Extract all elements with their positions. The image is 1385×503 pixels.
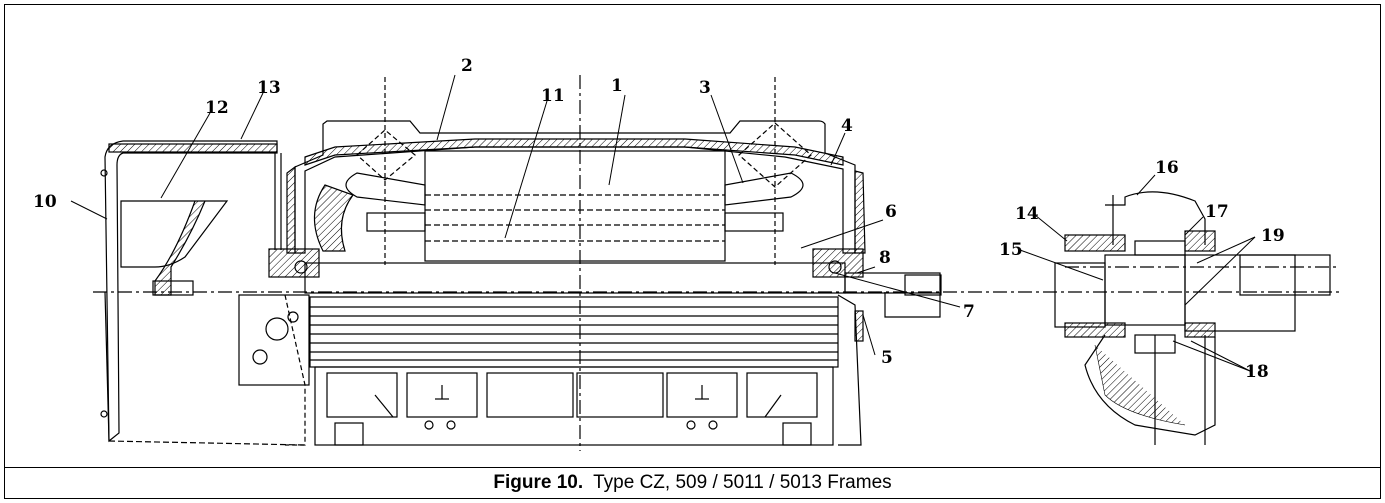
figure-caption: Figure 10. Type CZ, 509 / 5011 / 5013 Fr… bbox=[5, 467, 1380, 498]
callout-14: 14 bbox=[1015, 204, 1039, 224]
callout-2: 2 bbox=[461, 56, 473, 76]
callout-10: 10 bbox=[33, 192, 57, 212]
callout-17: 17 bbox=[1205, 202, 1229, 222]
callout-7: 7 bbox=[963, 302, 975, 322]
callout-4: 4 bbox=[841, 116, 853, 136]
terminal-plate bbox=[238, 294, 310, 446]
bearings bbox=[268, 248, 864, 278]
shaft bbox=[304, 262, 942, 318]
stator-core bbox=[424, 150, 726, 262]
cooling-fins bbox=[309, 296, 839, 368]
callout-5: 5 bbox=[881, 348, 893, 368]
callout-18: 18 bbox=[1245, 362, 1269, 382]
fan-cover bbox=[100, 140, 306, 446]
lifting-lugs bbox=[356, 77, 812, 265]
drawing-area: 1 2 3 4 5 6 7 8 10 11 12 13 14 15 16 17 … bbox=[5, 5, 1379, 467]
callout-11: 11 bbox=[541, 86, 565, 106]
callout-8: 8 bbox=[879, 248, 891, 268]
fan bbox=[120, 200, 229, 296]
callout-6: 6 bbox=[885, 202, 897, 222]
frame-housing bbox=[286, 120, 866, 254]
callout-13: 13 bbox=[257, 78, 281, 98]
base-feet bbox=[314, 366, 834, 446]
motor-cross-section-drawing: 1 2 3 4 5 6 7 8 10 11 12 13 14 15 16 17 … bbox=[33, 56, 1340, 451]
right-end-bracket bbox=[837, 294, 864, 446]
callout-19: 19 bbox=[1261, 226, 1285, 246]
callout-1: 1 bbox=[611, 76, 623, 96]
callout-3: 3 bbox=[699, 78, 711, 98]
caption-label: Figure 10. bbox=[493, 472, 584, 493]
callout-16: 16 bbox=[1155, 158, 1179, 178]
caption-text: Type CZ, 509 / 5011 / 5013 Frames bbox=[593, 472, 892, 493]
callout-12: 12 bbox=[205, 98, 229, 118]
figure-frame: 1 2 3 4 5 6 7 8 10 11 12 13 14 15 16 17 … bbox=[4, 4, 1381, 499]
callout-15: 15 bbox=[999, 240, 1023, 260]
stator-windings bbox=[313, 172, 804, 252]
callout-labels: 1 2 3 4 5 6 7 8 10 11 12 13 14 15 16 17 … bbox=[33, 56, 1285, 382]
bearing-detail-view bbox=[1054, 191, 1340, 445]
callout-leaders bbox=[70, 74, 1256, 372]
